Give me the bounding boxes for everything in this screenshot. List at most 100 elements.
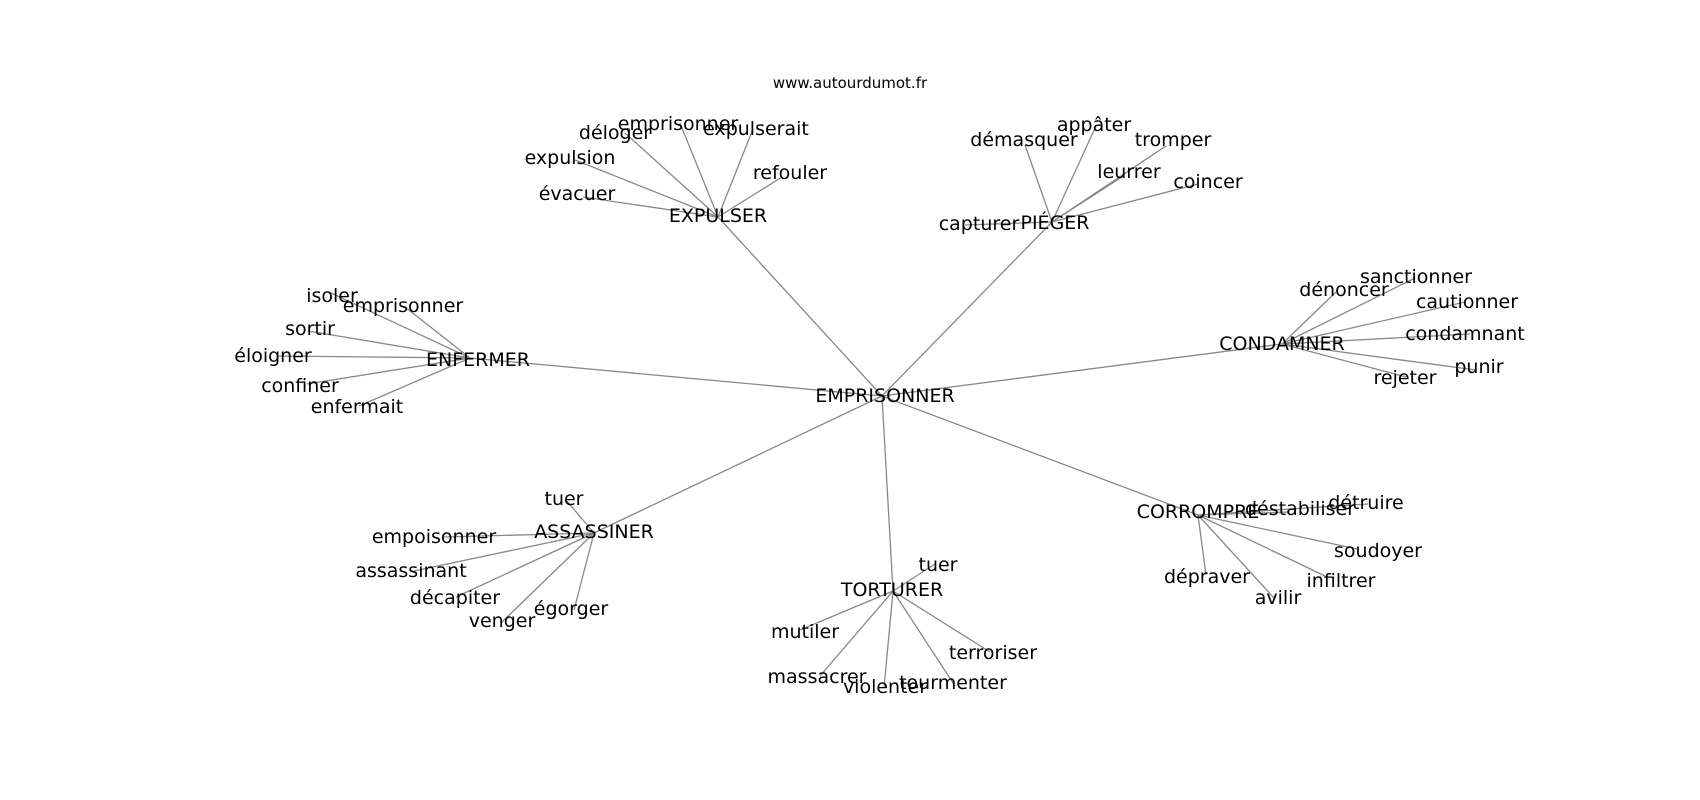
word-node-assassiner-0[interactable]: tuer <box>545 488 584 510</box>
hub-node-condamner[interactable]: CONDAMNER <box>1219 333 1345 355</box>
edge-expulser-word-2 <box>717 128 754 218</box>
word-node-expulser-5[interactable]: évacuer <box>539 183 616 205</box>
word-node-torturer-5[interactable]: violenter <box>843 676 927 698</box>
word-node-expulser-1[interactable]: déloger <box>579 122 651 144</box>
word-node-enfermer-2[interactable]: sortir <box>285 318 335 340</box>
word-node-enfermer-3[interactable]: éloigner <box>234 345 312 367</box>
hub-node-corrompre[interactable]: CORROMPRE <box>1137 501 1260 523</box>
edge-center-condamner <box>881 343 1283 397</box>
edge-assassiner-word-1 <box>443 532 595 538</box>
word-node-assassiner-4[interactable]: égorger <box>534 598 609 620</box>
edge-corrompre-word-2 <box>1197 514 1358 550</box>
edge-corrompre-word-3 <box>1197 514 1328 578</box>
word-node-torturer-4[interactable]: tourmenter <box>899 672 1007 694</box>
word-node-condamner-1[interactable]: dénoncer <box>1299 279 1389 301</box>
word-node-enfermer-0[interactable]: isoler <box>306 285 358 307</box>
edge-assassiner-word-4 <box>573 532 595 611</box>
word-node-pieger-4[interactable]: coincer <box>1173 171 1243 193</box>
edge-pieger-word-1 <box>1024 144 1053 223</box>
hub-node-torturer[interactable]: TORTURER <box>840 579 943 601</box>
word-node-expulser-4[interactable]: refouler <box>753 162 827 184</box>
word-node-corrompre-0[interactable]: détruire <box>1328 492 1403 514</box>
edge-torturer-word-2 <box>892 590 991 653</box>
edge-enfermer-word-1 <box>404 306 471 359</box>
edge-condamner-word-1 <box>1281 291 1337 345</box>
edge-assassiner-word-5 <box>501 532 595 623</box>
word-node-enfermer-5[interactable]: enfermait <box>311 396 403 418</box>
word-node-corrompre-1[interactable]: déstabiliser <box>1245 498 1355 520</box>
edge-expulser-word-0 <box>679 122 719 218</box>
word-node-expulser-2[interactable]: expulserait <box>703 118 809 140</box>
center-node[interactable]: EMPRISONNER <box>815 385 954 407</box>
edge-enfermer-word-5 <box>358 357 471 407</box>
word-node-pieger-2[interactable]: tromper <box>1135 129 1212 151</box>
word-node-torturer-1[interactable]: mutiler <box>771 621 839 643</box>
edge-expulser-word-4 <box>717 176 783 218</box>
edge-center-enfermer <box>469 357 883 397</box>
edge-expulser-word-1 <box>624 132 719 218</box>
edge-condamner-word-0 <box>1281 277 1416 345</box>
edge-corrompre-word-5 <box>1197 514 1276 600</box>
edge-expulser-word-5 <box>582 196 719 218</box>
word-node-enfermer-1[interactable]: emprisonner <box>343 295 464 317</box>
edge-center-expulser <box>717 216 883 397</box>
word-node-corrompre-4[interactable]: dépraver <box>1164 566 1250 588</box>
edge-center-pieger <box>881 221 1053 397</box>
edge-enfermer-word-3 <box>276 355 471 359</box>
word-node-condamner-0[interactable]: sanctionner <box>1360 266 1472 288</box>
edge-enfermer-word-2 <box>307 330 471 359</box>
edge-center-assassiner <box>593 395 883 534</box>
edge-condamner-word-4 <box>1281 343 1477 371</box>
word-node-pieger-0[interactable]: appâter <box>1057 114 1132 136</box>
edge-torturer-word-1 <box>799 590 894 631</box>
edge-assassiner-word-2 <box>413 532 595 572</box>
source-url: www.autourdumot.fr <box>773 74 928 92</box>
edge-pieger-word-4 <box>1051 183 1199 223</box>
word-node-pieger-1[interactable]: démasquer <box>970 129 1078 151</box>
word-node-pieger-5[interactable]: capturer <box>939 213 1020 235</box>
edge-corrompre-word-4 <box>1197 514 1207 576</box>
word-node-corrompre-2[interactable]: soudoyer <box>1334 540 1422 562</box>
edge-corrompre-word-0 <box>1197 503 1369 516</box>
edge-pieger-word-5 <box>964 221 1053 226</box>
edge-condamner-word-5 <box>1281 343 1407 378</box>
edge-corrompre-word-1 <box>1197 511 1291 516</box>
word-node-assassiner-3[interactable]: décapiter <box>410 587 500 609</box>
word-node-assassiner-1[interactable]: empoisonner <box>372 526 496 548</box>
edge-enfermer-word-0 <box>328 291 471 359</box>
edge-torturer-word-3 <box>819 590 894 677</box>
edge-pieger-word-3 <box>1051 176 1123 223</box>
word-node-corrompre-3[interactable]: infiltrer <box>1307 570 1376 592</box>
edge-condamner-word-2 <box>1281 301 1466 345</box>
edge-torturer-word-4 <box>892 590 956 687</box>
edges <box>276 122 1477 689</box>
word-node-assassiner-2[interactable]: assassinant <box>355 560 466 582</box>
word-node-condamner-2[interactable]: cautionner <box>1416 291 1518 313</box>
hub-node-assassiner[interactable]: ASSASSINER <box>534 521 654 543</box>
edge-assassiner-word-0 <box>565 499 595 534</box>
edge-pieger-word-0 <box>1051 125 1097 223</box>
word-node-torturer-0[interactable]: tuer <box>919 554 958 576</box>
word-node-assassiner-5[interactable]: venger <box>469 610 536 632</box>
word-node-enfermer-4[interactable]: confiner <box>261 375 339 397</box>
word-node-torturer-3[interactable]: massacrer <box>768 666 867 688</box>
edge-center-torturer <box>881 395 894 592</box>
word-node-pieger-3[interactable]: leurrer <box>1097 161 1161 183</box>
edge-enfermer-word-4 <box>306 357 471 385</box>
edge-torturer-word-5 <box>883 590 894 689</box>
edge-center-corrompre <box>881 395 1199 516</box>
hub-node-pieger[interactable]: PIÉGER <box>1021 211 1090 234</box>
word-node-condamner-4[interactable]: punir <box>1454 356 1503 378</box>
word-node-condamner-3[interactable]: condamnant <box>1405 323 1525 345</box>
edge-expulser-word-3 <box>574 159 719 218</box>
word-node-expulser-3[interactable]: expulsion <box>525 147 616 169</box>
word-node-condamner-5[interactable]: rejeter <box>1373 367 1436 389</box>
word-node-corrompre-5[interactable]: avilir <box>1255 587 1302 609</box>
word-node-torturer-2[interactable]: terroriser <box>949 642 1037 664</box>
hub-node-expulser[interactable]: EXPULSER <box>669 205 767 227</box>
hub-node-enfermer[interactable]: ENFERMER <box>426 349 530 371</box>
edge-torturer-word-0 <box>892 563 936 592</box>
word-node-expulser-0[interactable]: emprisonner <box>618 113 739 135</box>
